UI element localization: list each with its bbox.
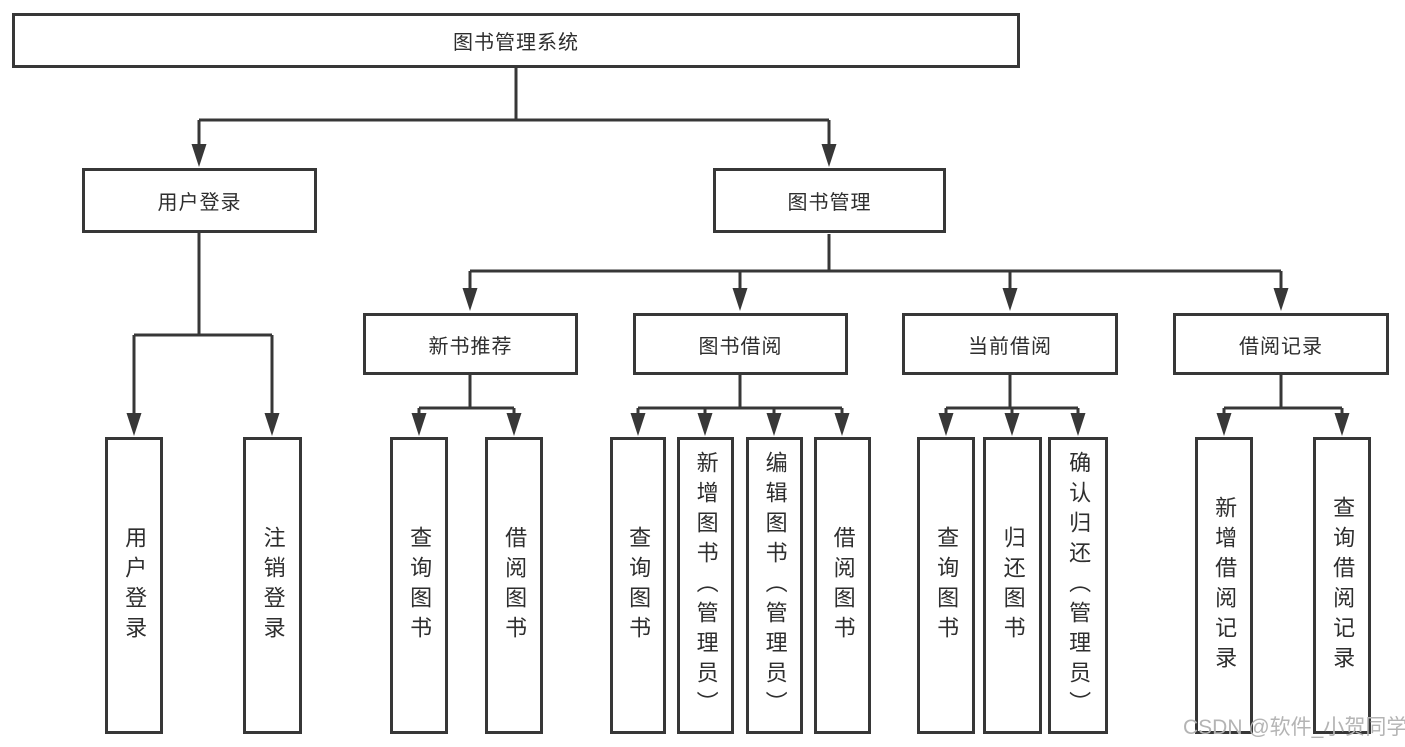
node-leaf-user-login: 用户登录 <box>105 437 163 734</box>
node-leaf-edit-books-admin-label: 编辑图书（管理员） <box>762 450 788 721</box>
connector-book-borrow-lines <box>636 375 844 430</box>
node-new-book-recommend-label: 新书推荐 <box>428 335 513 358</box>
node-user-login: 用户登录 <box>82 168 317 233</box>
node-leaf-add-books-admin: 新增图书（管理员） <box>677 437 734 734</box>
arrowhead <box>126 413 280 436</box>
node-leaf-return-books: 归还图书 <box>983 437 1042 734</box>
node-current-borrow-label: 当前借阅 <box>968 335 1052 358</box>
connector-current-borrow-lines <box>944 375 1080 430</box>
arrowhead <box>411 413 522 436</box>
connector-root <box>191 68 837 167</box>
node-leaf-borrow-books-2: 借阅图书 <box>814 437 871 734</box>
node-leaf-return-books-label: 归还图书 <box>1000 525 1026 646</box>
connector-book-borrow <box>630 375 850 436</box>
connector-new-book-lines <box>417 375 516 430</box>
node-leaf-add-books-admin-label: 新增图书（管理员） <box>693 450 719 721</box>
node-leaf-query-books-2-label: 查询图书 <box>626 525 652 646</box>
node-leaf-query-books-1-label: 查询图书 <box>407 525 433 646</box>
node-root-label: 图书管理系统 <box>453 32 579 54</box>
arrowhead <box>630 413 850 436</box>
node-borrow-records: 借阅记录 <box>1173 313 1389 375</box>
node-current-borrow: 当前借阅 <box>902 313 1118 375</box>
node-leaf-add-borrow-record-label: 新增借阅记录 <box>1212 495 1238 676</box>
node-leaf-confirm-return-admin: 确认归还（管理员） <box>1048 437 1108 734</box>
connector-book-management <box>462 234 1289 311</box>
node-leaf-borrow-books-1: 借阅图书 <box>485 437 543 734</box>
node-borrow-records-label: 借阅记录 <box>1239 335 1323 358</box>
connector-user-login <box>126 233 280 436</box>
node-leaf-query-books-2: 查询图书 <box>610 437 666 734</box>
node-user-login-label: 用户登录 <box>157 192 242 214</box>
connector-user-login-lines <box>132 233 274 430</box>
node-leaf-query-books-3: 查询图书 <box>917 437 975 734</box>
connector-borrow-records <box>1216 375 1350 436</box>
node-leaf-query-borrow-record: 查询借阅记录 <box>1313 437 1371 734</box>
connector-borrow-records-lines <box>1222 375 1344 430</box>
arrowhead <box>191 144 837 167</box>
arrowhead <box>462 288 1289 311</box>
node-leaf-borrow-books-2-label: 借阅图书 <box>830 525 856 646</box>
node-leaf-query-books-1: 查询图书 <box>390 437 448 734</box>
connector-current-borrow <box>938 375 1086 436</box>
node-leaf-user-login-label: 用户登录 <box>122 525 148 646</box>
node-leaf-query-borrow-record-label: 查询借阅记录 <box>1330 495 1356 676</box>
node-book-borrow: 图书借阅 <box>633 313 848 375</box>
arrowhead <box>938 413 1086 436</box>
csdn-watermark: CSDN @软件_小贺同学 <box>1183 716 1405 739</box>
node-book-management: 图书管理 <box>713 168 946 233</box>
node-book-management-label: 图书管理 <box>787 192 872 214</box>
node-root: 图书管理系统 <box>12 13 1020 68</box>
connector-book-management-lines <box>468 234 1283 305</box>
node-leaf-add-borrow-record: 新增借阅记录 <box>1195 437 1253 734</box>
connector-new-book <box>411 375 522 436</box>
node-leaf-logout-label: 注销登录 <box>260 525 286 646</box>
node-book-borrow-label: 图书借阅 <box>698 335 783 358</box>
node-leaf-edit-books-admin: 编辑图书（管理员） <box>746 437 803 734</box>
node-leaf-confirm-return-admin-label: 确认归还（管理员） <box>1066 450 1092 721</box>
arrowhead <box>1216 413 1350 436</box>
node-leaf-borrow-books-1-label: 借阅图书 <box>502 525 528 646</box>
node-leaf-logout: 注销登录 <box>243 437 302 734</box>
node-new-book-recommend: 新书推荐 <box>363 313 578 375</box>
node-leaf-query-books-3-label: 查询图书 <box>934 525 960 646</box>
connector-root-lines <box>197 68 831 160</box>
